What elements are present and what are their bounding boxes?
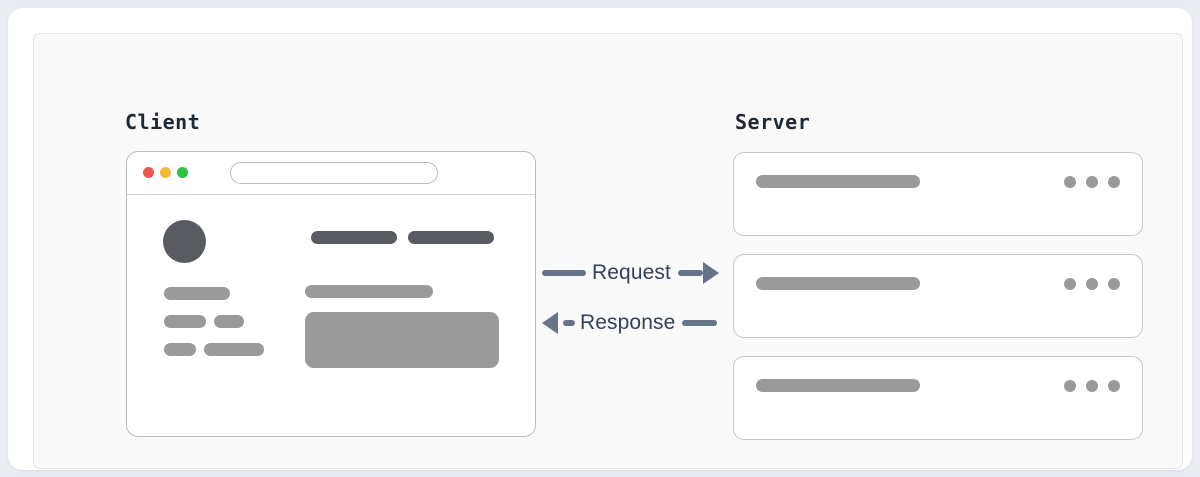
server-label-bar bbox=[756, 277, 920, 290]
server-card[interactable] bbox=[733, 254, 1143, 338]
flow-request-label: Request bbox=[592, 261, 671, 284]
diagram-panel: Client Server bbox=[33, 33, 1183, 469]
dot bbox=[1086, 380, 1098, 392]
client-column-title: Client bbox=[125, 110, 201, 134]
placeholder-line bbox=[305, 285, 433, 298]
placeholder-content-block bbox=[305, 312, 499, 368]
browser-title-bar bbox=[127, 152, 535, 195]
flow-response: Response bbox=[542, 311, 718, 335]
placeholder-line bbox=[164, 287, 230, 300]
dot bbox=[1064, 380, 1076, 392]
server-card[interactable] bbox=[733, 152, 1143, 236]
arrow-head-right-icon bbox=[702, 262, 719, 284]
client-browser-window bbox=[126, 151, 536, 437]
arrow-line-icon bbox=[677, 270, 703, 276]
server-menu-dots-icon[interactable] bbox=[1064, 176, 1120, 188]
placeholder-line bbox=[204, 343, 264, 356]
dot bbox=[1064, 278, 1076, 290]
arrow-line-icon bbox=[542, 270, 586, 276]
dot bbox=[1108, 380, 1120, 392]
placeholder-line bbox=[214, 315, 244, 328]
placeholder-heading-bar bbox=[408, 231, 494, 244]
placeholder-heading-bar bbox=[311, 231, 397, 244]
server-menu-dots-icon[interactable] bbox=[1064, 278, 1120, 290]
arrow-head-left-icon bbox=[542, 312, 558, 334]
flow-request: Request bbox=[542, 261, 719, 285]
arrow-line-icon bbox=[563, 320, 575, 326]
server-card[interactable] bbox=[733, 356, 1143, 440]
traffic-light-maximize-icon[interactable] bbox=[177, 167, 188, 178]
server-label-bar bbox=[756, 379, 920, 392]
server-label-bar bbox=[756, 175, 920, 188]
dot bbox=[1108, 278, 1120, 290]
dot bbox=[1064, 176, 1076, 188]
arrow-line-icon bbox=[682, 320, 718, 326]
placeholder-line bbox=[164, 315, 206, 328]
placeholder-line bbox=[164, 343, 196, 356]
dot bbox=[1108, 176, 1120, 188]
dot bbox=[1086, 176, 1098, 188]
outer-card: Client Server bbox=[8, 8, 1192, 470]
address-bar-input[interactable] bbox=[230, 162, 438, 184]
dot bbox=[1086, 278, 1098, 290]
traffic-light-minimize-icon[interactable] bbox=[160, 167, 171, 178]
traffic-light-close-icon[interactable] bbox=[143, 167, 154, 178]
server-menu-dots-icon[interactable] bbox=[1064, 380, 1120, 392]
flow-response-label: Response bbox=[580, 311, 676, 334]
browser-content-area bbox=[127, 195, 535, 436]
server-column-title: Server bbox=[735, 110, 811, 134]
avatar bbox=[163, 220, 206, 263]
